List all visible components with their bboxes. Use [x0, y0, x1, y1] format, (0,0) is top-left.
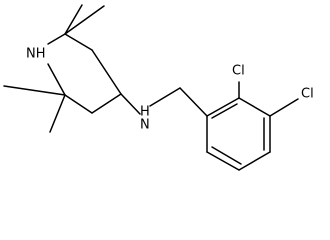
bond-c3-c4 — [91, 49, 122, 95]
aromatic-inner-bond-1 — [211, 103, 238, 119]
bond-ar2-ar3 — [238, 97, 271, 117]
bond-c4-c5 — [91, 93, 122, 114]
methyl-c6-left — [3, 85, 66, 96]
bond-c5-c6 — [64, 94, 93, 114]
piperidine-ring — [47, 33, 122, 114]
bond-ar3-cl — [269, 98, 299, 117]
bond-c2-c3 — [64, 33, 93, 51]
ring-nitrogen-label: NH — [26, 47, 46, 62]
bond-nh-ch2 — [149, 87, 181, 107]
chlorine-right-label: Cl — [301, 87, 314, 102]
bond-ar4-ar5 — [238, 151, 271, 171]
bond-ar1-ar2 — [206, 97, 240, 117]
amine-nitrogen-label: N — [140, 118, 150, 133]
methyl-groups — [3, 4, 105, 133]
methyl-c2-right — [64, 5, 105, 35]
methyl-c6-down — [49, 94, 66, 133]
bond-n1-c2 — [47, 33, 66, 45]
methyl-c2-up — [64, 4, 83, 35]
bond-c6-n1 — [47, 63, 66, 96]
chemical-structure-diagram: NH H N Cl Cl — [3, 4, 314, 171]
chloro-substituents — [238, 81, 299, 117]
amine-hydrogen-label: H — [140, 105, 150, 120]
aromatic-inner-bond-3 — [211, 146, 242, 165]
bond-c4-nh — [120, 93, 141, 115]
chlorine-top-label: Cl — [232, 64, 245, 79]
bond-ch2-aryl — [179, 87, 208, 117]
bond-ar5-ar6 — [206, 151, 240, 171]
linker — [120, 87, 208, 117]
atom-labels: NH H N Cl Cl — [26, 47, 314, 133]
benzene-ring — [206, 97, 271, 171]
